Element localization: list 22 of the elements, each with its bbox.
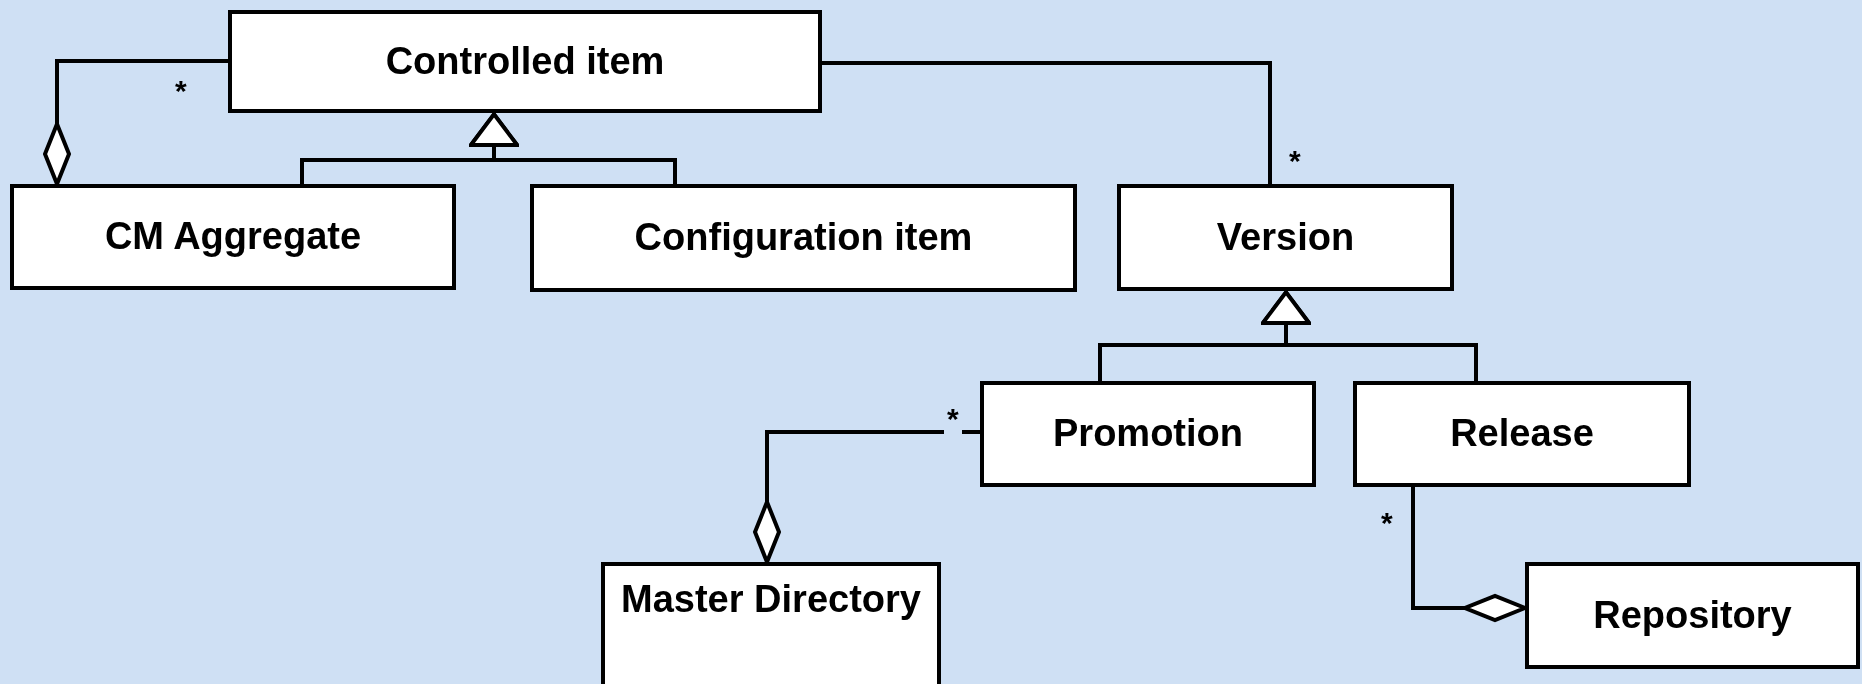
class-box (530, 184, 1077, 292)
class-box (1353, 381, 1691, 487)
class-box (1525, 562, 1860, 669)
class-name: Configuration item (633, 215, 974, 261)
association-line (1411, 487, 1527, 622)
class-name: Repository (1592, 592, 1793, 638)
association-line (1261, 290, 1478, 381)
association-line (822, 61, 1272, 184)
association-line (753, 430, 980, 564)
class-box (10, 184, 456, 290)
class-name: Promotion (1052, 411, 1244, 457)
class-box (228, 10, 822, 113)
class-name: Master Directory (620, 577, 922, 622)
class-name: Controlled item (384, 38, 666, 84)
association-line (469, 112, 677, 184)
class-box (601, 562, 941, 684)
class-name: Version (1215, 214, 1356, 260)
class-box (980, 381, 1316, 487)
association-line (43, 59, 228, 186)
class-name: Release (1449, 411, 1595, 457)
class-name: CM Aggregate (103, 214, 363, 260)
class-box (1117, 184, 1454, 291)
